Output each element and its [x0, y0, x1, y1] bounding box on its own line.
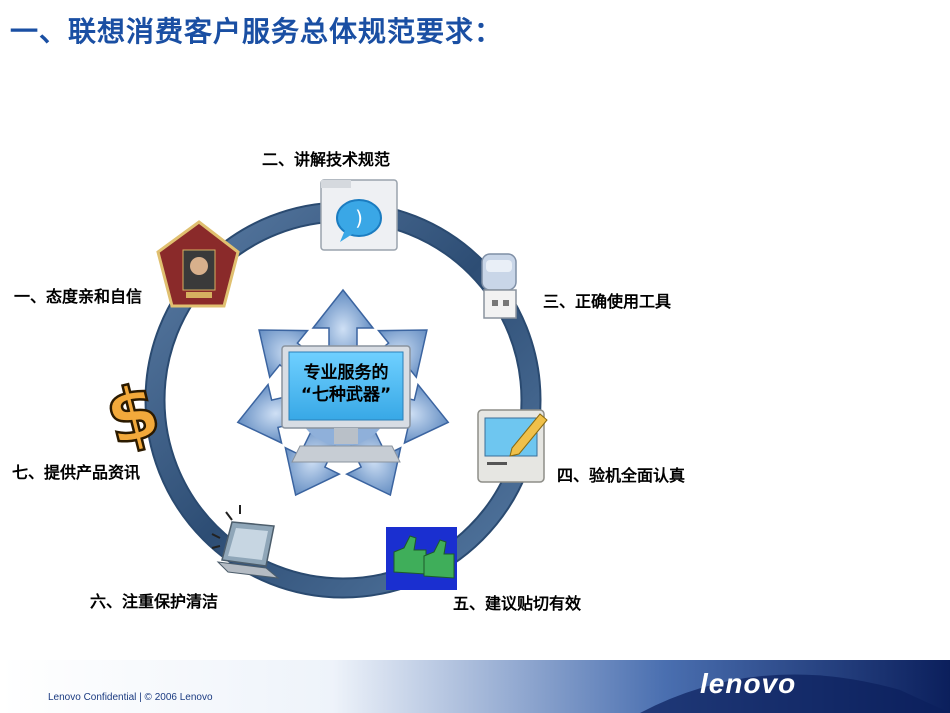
- item-label-7: 七、提供产品资讯: [12, 463, 141, 482]
- center-monitor-icon: [281, 345, 411, 463]
- item-label-1: 一、态度亲和自信: [14, 287, 143, 306]
- computer-pencil-icon: [477, 409, 548, 483]
- item-label-2: 二、讲解技术规范: [262, 150, 391, 169]
- item-label-5: 五、建议贴切有效: [453, 594, 582, 613]
- footer-band: [0, 660, 950, 713]
- center-caption-line2: “七种武器”: [300, 385, 392, 405]
- usb-drive-icon: [481, 253, 517, 319]
- thumbs-up-icon: [386, 527, 457, 590]
- svg-text:): ): [355, 206, 363, 230]
- item-label-4: 四、验机全面认真: [557, 466, 686, 485]
- item-label-3: 三、正确使用工具: [543, 292, 672, 311]
- laptop-icon: [211, 505, 280, 579]
- confidential-note: Lenovo Confidential | © 2006 Lenovo: [48, 692, 213, 703]
- center-caption-line1: 专业服务的: [303, 363, 389, 383]
- chat-folder-icon: ): [320, 179, 398, 251]
- item-label-6: 六、注重保护清洁: [90, 592, 219, 611]
- page-title: 一、联想消费客户服务总体规范要求：: [10, 15, 504, 48]
- lenovo-logo: lenovo: [700, 668, 797, 699]
- portrait-card-icon: [156, 220, 240, 308]
- center-caption: 专业服务的 “七种武器”: [292, 362, 400, 406]
